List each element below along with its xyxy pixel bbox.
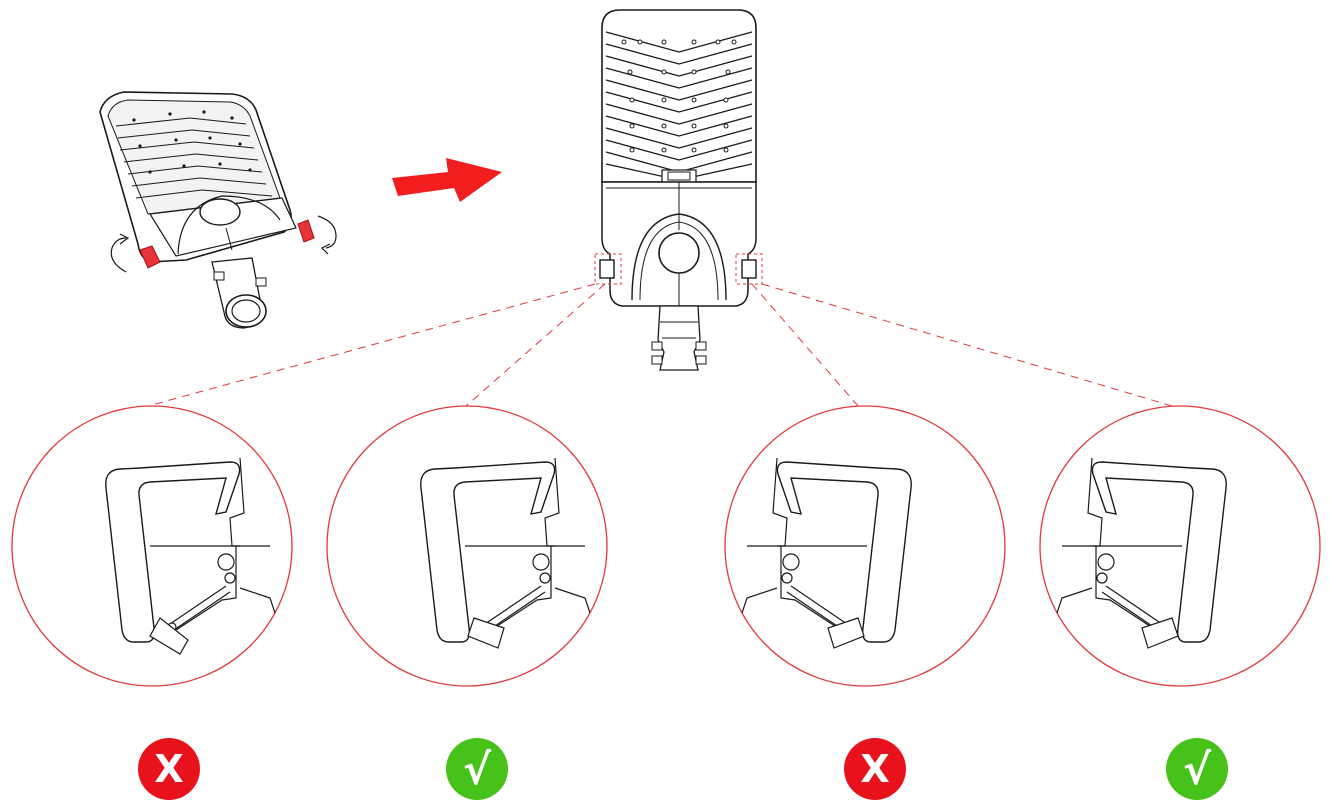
verdict-symbol: X	[154, 747, 184, 791]
callout-leaders	[147, 253, 1173, 407]
verdict-symbol: X	[860, 747, 890, 791]
latch-detail-wrong-right	[724, 405, 1006, 687]
cross-mark-icon: X	[138, 738, 200, 800]
cross-mark-icon: X	[844, 738, 906, 800]
verdict-symbol: √	[1182, 744, 1211, 794]
latch-detail-right-right	[1039, 405, 1321, 687]
rotate-arrow-icon	[317, 215, 337, 255]
latch-detail-wrong-left	[11, 405, 293, 687]
check-mark-icon: √	[1166, 738, 1228, 800]
check-mark-icon: √	[446, 738, 508, 800]
latch-detail-right-left	[326, 405, 608, 687]
fixture-perspective-view	[99, 91, 337, 329]
fixture-front-view	[599, 9, 757, 371]
direction-arrow	[392, 158, 502, 202]
verdict-symbol: √	[462, 744, 491, 794]
rotate-arrow-icon	[110, 233, 130, 273]
